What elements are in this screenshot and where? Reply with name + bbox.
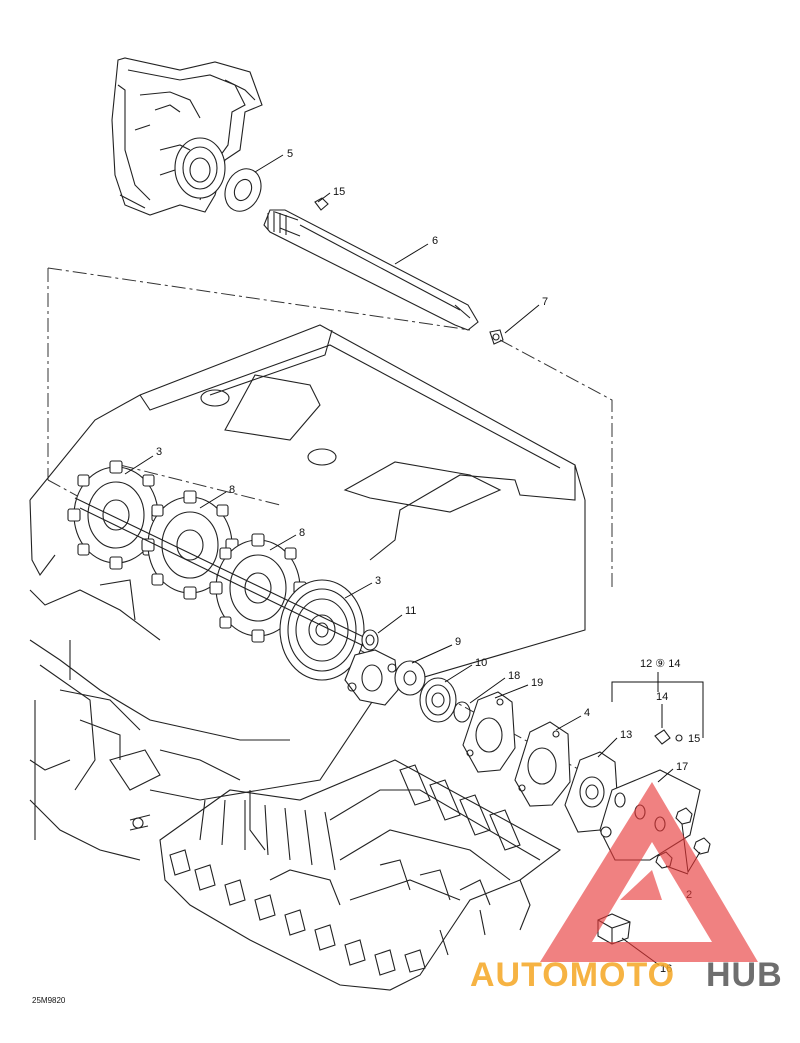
callout-3-right: 3	[375, 575, 381, 587]
callout-4: 4	[584, 707, 590, 719]
callout-13: 13	[620, 729, 632, 741]
callout-5: 5	[287, 148, 293, 160]
callout-labels: 5 15 6 7 3 8 8 3 11 9 10 18 19 4 13 12 ⑨…	[32, 148, 700, 1005]
thrust-washer	[224, 168, 262, 212]
bearing-10	[419, 677, 457, 723]
callout-16: 16	[660, 963, 672, 975]
callout-11: 11	[405, 605, 416, 617]
drive-track	[159, 759, 562, 991]
hub-9	[394, 660, 426, 696]
callout-15-right: 15	[688, 733, 700, 745]
warning-triangle-icon	[540, 782, 758, 962]
callout-8-a: 8	[229, 484, 235, 496]
axle-circlip	[489, 329, 504, 345]
watermark-text-secondary: HUB	[706, 956, 783, 994]
drive-axle	[263, 209, 479, 331]
callout-9: 9	[455, 636, 461, 648]
watermark-text-primary: AUTOMOTO	[470, 956, 675, 994]
callout-18: 18	[508, 670, 520, 682]
sprocket-3	[209, 533, 307, 643]
tunnel-frame	[29, 324, 586, 861]
callout-14: 14	[656, 691, 668, 703]
housing-plate-4	[514, 721, 571, 807]
callout-7: 7	[542, 296, 548, 308]
drawing-code: 25M9820	[32, 996, 66, 1005]
callout-6: 6	[432, 235, 438, 247]
chaincase-housing	[111, 57, 263, 216]
callout-8-b: 8	[299, 527, 305, 539]
grease-fitting-14	[654, 729, 683, 745]
callout-10: 10	[475, 657, 487, 669]
spacer-11	[361, 629, 379, 651]
callout-19: 19	[531, 677, 543, 689]
watermark-logo: AUTOMOTO HUB	[470, 782, 783, 994]
circlip-18	[453, 701, 471, 723]
callout-3-left: 3	[156, 446, 162, 458]
set-screw	[314, 197, 329, 211]
callout-15-top: 15	[333, 186, 345, 198]
callout-12-9-14: 12 ⑨ 14	[640, 658, 680, 670]
gasket-19	[462, 691, 516, 773]
bearing-cap-13	[564, 751, 619, 833]
callout-17: 17	[676, 761, 688, 773]
